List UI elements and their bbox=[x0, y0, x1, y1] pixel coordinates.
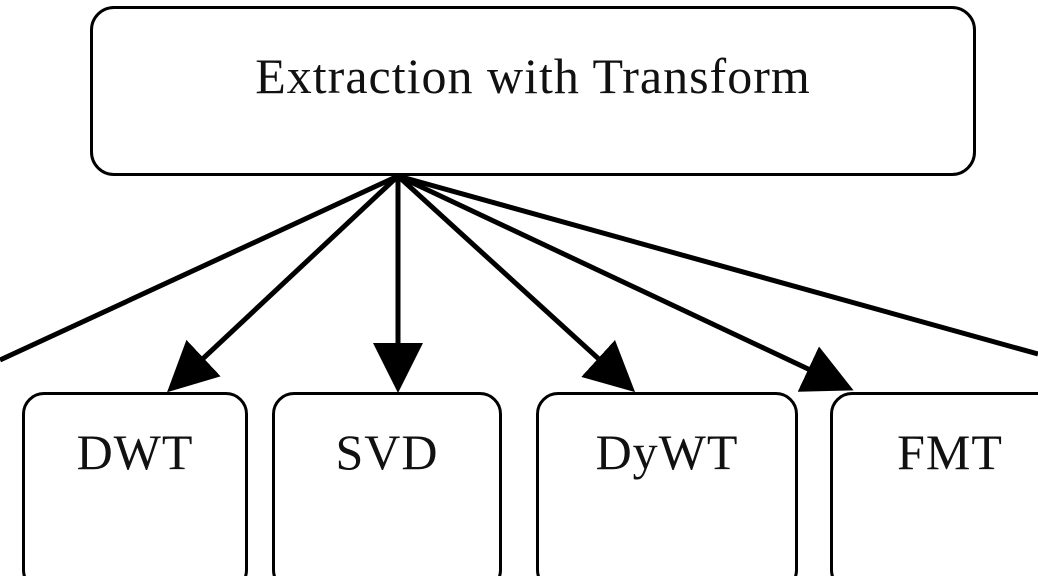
arrow-to-dywt bbox=[396, 174, 636, 393]
child-label-fmt: FMT bbox=[897, 424, 1003, 480]
child-label-svd: SVD bbox=[335, 424, 439, 480]
child-label-dwt: DWT bbox=[76, 424, 194, 480]
arrow-to-fmt bbox=[396, 173, 854, 392]
child-node-fmt: FMT bbox=[830, 392, 1038, 576]
root-label: Extraction with Transform bbox=[255, 48, 811, 104]
child-label-dywt: DyWT bbox=[595, 424, 739, 480]
child-node-svd: SVD bbox=[272, 392, 502, 576]
arrow-to-offscreen-left bbox=[0, 173, 400, 363]
arrow-to-dwt bbox=[167, 174, 400, 393]
root-node: Extraction with Transform bbox=[90, 6, 976, 176]
arrow-to-offscreen-right bbox=[397, 173, 1038, 357]
child-node-dwt: DWT bbox=[22, 392, 248, 576]
child-node-dywt: DyWT bbox=[536, 392, 798, 576]
